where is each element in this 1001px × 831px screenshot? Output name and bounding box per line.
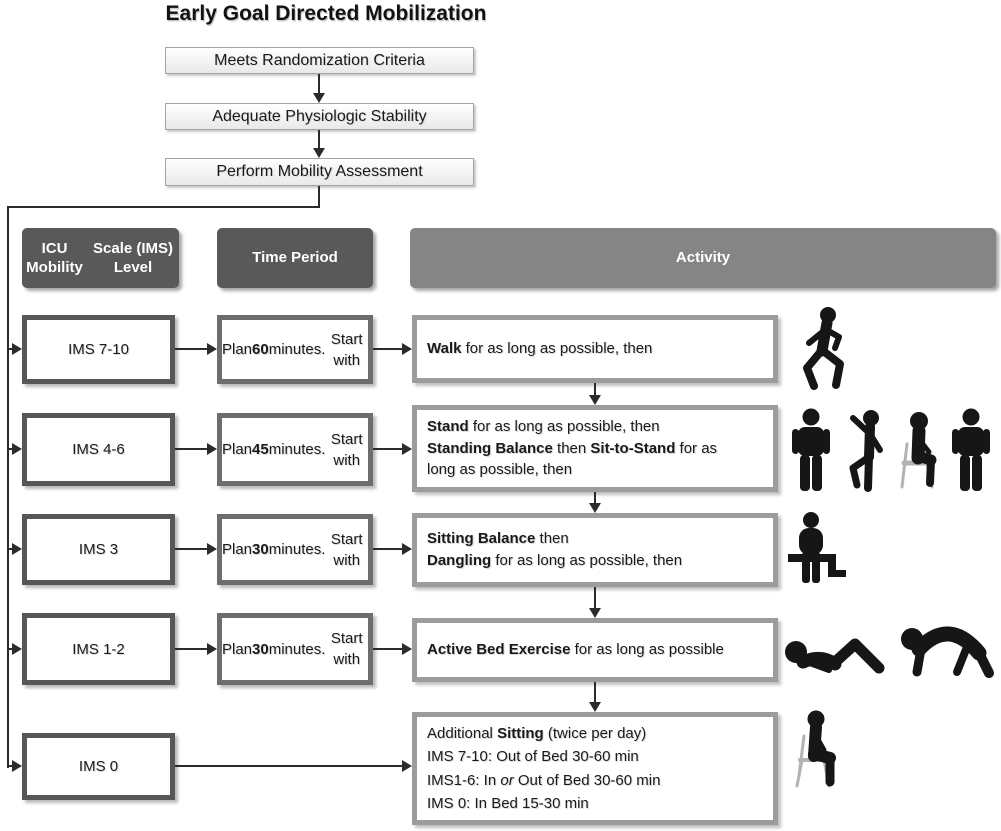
arrow-line [594, 587, 596, 608]
ims-level-box-0: IMS 0 [22, 733, 175, 800]
header-time-period: Time Period [217, 228, 373, 288]
arrow-right-icon [207, 643, 217, 655]
arrow-line [373, 648, 403, 650]
page-title: Early Goal Directed Mobilization [165, 2, 487, 25]
chair-sitting-person-icon [795, 710, 836, 788]
arrow-down-icon [589, 608, 601, 618]
dangling-person-icon [788, 512, 846, 583]
walking-person-icon [803, 307, 844, 390]
activity-box-7-10: Walk for as long as possible, then [412, 315, 778, 383]
arrow-down-icon [313, 148, 325, 158]
arrow-right-icon [402, 343, 412, 355]
arrow-line [9, 448, 13, 450]
arrow-line [175, 765, 403, 767]
header-activity: Activity [410, 228, 996, 288]
connector-line [8, 206, 320, 208]
arrow-line [9, 348, 13, 350]
arrow-right-icon [402, 443, 412, 455]
arrow-right-icon [207, 543, 217, 555]
ims-level-box-7-10: IMS 7-10 [22, 315, 175, 384]
activity-box-0: Additional Sitting (twice per day)IMS 7-… [412, 712, 778, 825]
arrow-right-icon [12, 643, 22, 655]
arrow-line [373, 448, 403, 450]
arrow-right-icon [402, 643, 412, 655]
arrow-right-icon [12, 443, 22, 455]
arrow-line [175, 348, 208, 350]
arrow-line [175, 648, 208, 650]
arrow-right-icon [12, 760, 22, 772]
arrow-right-icon [207, 343, 217, 355]
arrow-right-icon [12, 343, 22, 355]
arrow-right-icon [402, 760, 412, 772]
time-period-box-1-2: Plan 30 minutes.Start with [217, 613, 373, 685]
standing-person-icon [952, 408, 990, 491]
standing-balance-person-icon [849, 410, 883, 492]
connector-line [318, 186, 320, 206]
activity-box-1-2: Active Bed Exercise for as long as possi… [412, 618, 778, 682]
step-perform-mobility-assessment: Perform Mobility Assessment [165, 158, 474, 186]
arrow-right-icon [402, 543, 412, 555]
arrow-right-icon [207, 443, 217, 455]
arrow-line [318, 74, 320, 94]
bridge-exercise-person-icon [901, 626, 994, 678]
ims-level-box-4-6: IMS 4-6 [22, 413, 175, 486]
arrow-line [594, 492, 596, 504]
step-meets-randomization-criteria: Meets Randomization Criteria [165, 47, 474, 74]
time-period-box-4-6: Plan 45 minutes.Start with [217, 413, 373, 486]
step-adequate-physiologic-stability: Adequate Physiologic Stability [165, 103, 474, 130]
sit-to-stand-person-icon [900, 412, 937, 489]
arrow-line [373, 348, 403, 350]
activity-text: Additional Sitting (twice per day)IMS 7-… [427, 725, 661, 812]
arrow-line [175, 548, 208, 550]
arrow-down-icon [589, 503, 601, 513]
arrow-line [373, 548, 403, 550]
connector-rail-line [7, 206, 9, 768]
arrow-line [594, 682, 596, 702]
ims-level-box-1-2: IMS 1-2 [22, 613, 175, 685]
arrow-line [9, 648, 13, 650]
ims-level-box-3: IMS 3 [22, 514, 175, 585]
standing-person-icon [792, 408, 830, 491]
arrow-down-icon [313, 93, 325, 103]
arrow-right-icon [12, 543, 22, 555]
time-period-box-3: Plan 30 minutes.Start with [217, 514, 373, 585]
activity-text: Active Bed Exercise for as long as possi… [427, 641, 724, 659]
arrow-line [318, 130, 320, 149]
arrow-line [9, 765, 13, 767]
time-period-box-7-10: Plan 60 minutes.Start with [217, 315, 373, 384]
arrow-line [175, 448, 208, 450]
arrow-line [594, 383, 596, 396]
arrow-line [9, 548, 13, 550]
activity-text: Walk for as long as possible, then [427, 340, 653, 358]
arrow-down-icon [589, 395, 601, 405]
bed-exercise-person-icon [785, 638, 885, 674]
arrow-down-icon [589, 702, 601, 712]
